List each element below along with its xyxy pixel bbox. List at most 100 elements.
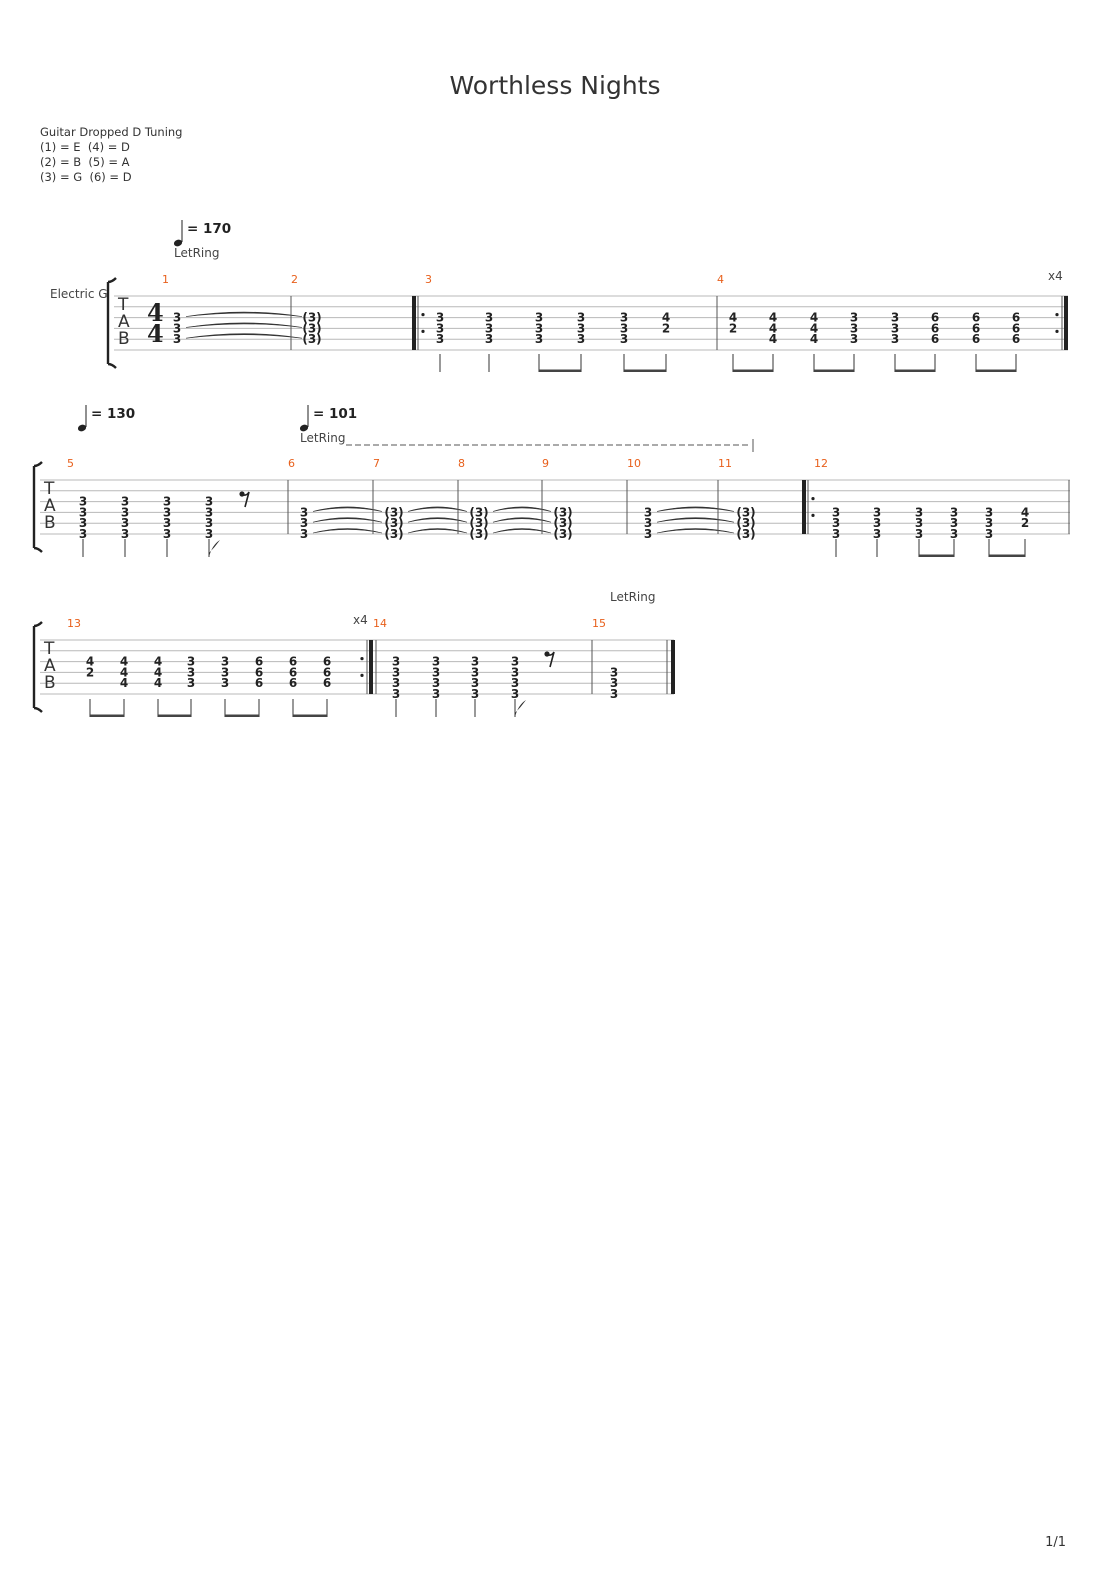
fret-number: 3 <box>121 505 129 519</box>
fret-number: 3 <box>891 332 899 346</box>
beam <box>293 714 327 717</box>
eighth-rest-tail <box>241 491 250 508</box>
time-signature-top: 4 <box>147 298 164 327</box>
fret-number: 3 <box>432 687 440 701</box>
fret-number: 3 <box>610 676 618 690</box>
fret-number: 3 <box>432 665 440 679</box>
fret-number: (3) <box>302 311 321 325</box>
fret-number: 4 <box>120 665 128 679</box>
beam <box>624 369 666 372</box>
tuning-line: (1) = E (4) = D <box>40 140 130 154</box>
tuning-line: (2) = B (5) = A <box>40 155 130 169</box>
tie-arc <box>492 528 552 534</box>
fret-number: 3 <box>205 527 213 541</box>
beam <box>90 714 124 717</box>
fret-number: 3 <box>392 655 400 669</box>
instrument-label: Electric G <box>50 287 108 301</box>
fret-number: 3 <box>610 665 618 679</box>
fret-number: 3 <box>121 495 129 509</box>
fret-number: 3 <box>432 655 440 669</box>
fret-number: (3) <box>469 516 488 530</box>
fret-number: 3 <box>79 495 87 509</box>
fret-number: 3 <box>891 311 899 325</box>
note-flag <box>515 700 526 717</box>
tab-letter: B <box>44 673 56 693</box>
fret-number: 3 <box>485 321 493 335</box>
beam <box>895 369 935 372</box>
fret-number: 4 <box>810 321 818 335</box>
fret-number: 3 <box>850 311 858 325</box>
system-bracket <box>106 277 117 369</box>
fret-number: 3 <box>79 516 87 530</box>
fret-number: 3 <box>436 332 444 346</box>
fret-number: 3 <box>300 527 308 541</box>
measure-number: 4 <box>717 273 724 286</box>
measure-number: 8 <box>458 457 465 470</box>
fret-number: 3 <box>620 311 628 325</box>
measure-number: 6 <box>288 457 295 470</box>
fret-number: 3 <box>620 332 628 346</box>
fret-number: 3 <box>485 311 493 325</box>
fret-number: 3 <box>832 505 840 519</box>
final-thick <box>671 640 675 694</box>
fret-number: 3 <box>535 311 543 325</box>
repeat-dot <box>421 329 425 333</box>
fret-number: 6 <box>972 332 980 346</box>
fret-number: 3 <box>187 665 195 679</box>
fret-number: 3 <box>163 505 171 519</box>
beam <box>976 369 1016 372</box>
beam <box>158 714 191 717</box>
fret-number: (3) <box>553 516 572 530</box>
fret-number: 6 <box>323 665 331 679</box>
tie-arc <box>656 506 735 512</box>
fret-number: 4 <box>120 676 128 690</box>
fret-number: 2 <box>86 665 94 679</box>
note-flag <box>209 540 220 557</box>
beam <box>733 369 773 372</box>
fret-number: 3 <box>79 505 87 519</box>
fret-number: 6 <box>1012 332 1020 346</box>
fret-number: 3 <box>915 516 923 530</box>
fret-number: 3 <box>432 676 440 690</box>
tie-arc <box>492 517 552 523</box>
beam <box>989 554 1025 557</box>
fret-number: (3) <box>736 527 755 541</box>
fret-number: 3 <box>173 332 181 346</box>
fret-number: 4 <box>86 655 94 669</box>
beam <box>225 714 259 717</box>
fret-number: 3 <box>891 321 899 335</box>
fret-number: 3 <box>221 655 229 669</box>
fret-number: 3 <box>850 332 858 346</box>
repeat-count: x4 <box>353 613 368 627</box>
let-ring-label: LetRing <box>174 246 219 260</box>
fret-number: 3 <box>205 505 213 519</box>
fret-number: 3 <box>471 687 479 701</box>
fret-number: 3 <box>832 516 840 530</box>
tie-arc <box>492 506 552 512</box>
fret-number: 3 <box>873 516 881 530</box>
fret-number: 3 <box>950 505 958 519</box>
fret-number: 4 <box>810 332 818 346</box>
fret-number: 3 <box>511 687 519 701</box>
measure-number: 13 <box>67 617 81 630</box>
fret-number: 3 <box>873 505 881 519</box>
repeat-dot <box>360 657 364 661</box>
fret-number: 6 <box>289 655 297 669</box>
tie-arc <box>656 528 735 534</box>
tab-letter: T <box>117 295 129 315</box>
tempo-marking: = 130 <box>91 406 135 422</box>
fret-number: 3 <box>205 495 213 509</box>
repeat-count: x4 <box>1048 269 1063 283</box>
tuning-line: (3) = G (6) = D <box>40 170 132 184</box>
fret-number: 4 <box>769 321 777 335</box>
fret-number: 3 <box>577 332 585 346</box>
fret-number: 6 <box>323 655 331 669</box>
fret-number: 6 <box>255 655 263 669</box>
fret-number: 6 <box>931 332 939 346</box>
measure-number: 1 <box>162 273 169 286</box>
tie-arc <box>656 517 735 523</box>
fret-number: 4 <box>154 665 162 679</box>
fret-number: 3 <box>187 655 195 669</box>
quarter-note-icon <box>299 424 309 432</box>
fret-number: 4 <box>1021 505 1029 519</box>
